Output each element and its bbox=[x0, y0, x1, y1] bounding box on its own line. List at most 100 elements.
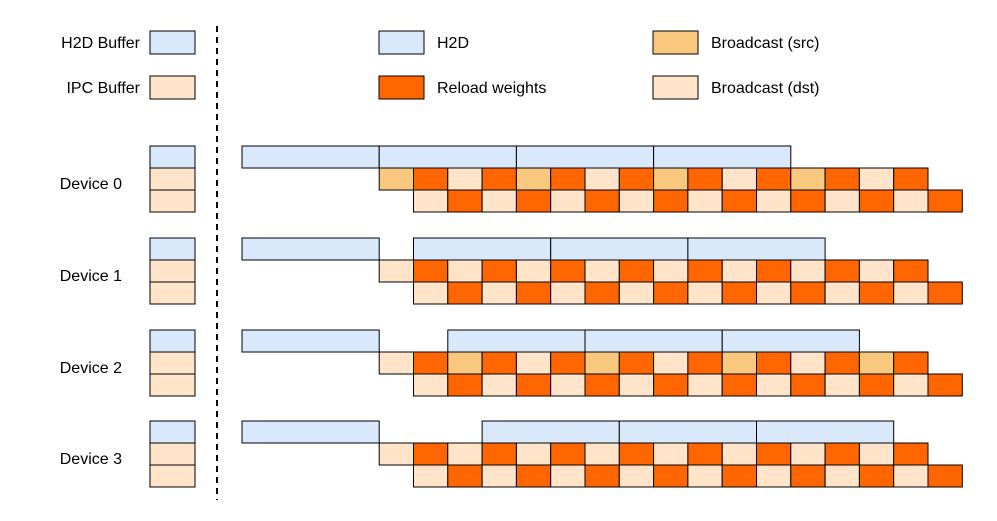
broadcast-src-cell bbox=[790, 167, 826, 191]
reload-cell bbox=[721, 281, 758, 305]
broadcast-dst-cell bbox=[653, 351, 689, 375]
reload-cell bbox=[790, 189, 826, 213]
broadcast-dst-cell bbox=[550, 189, 586, 213]
h2d-block bbox=[378, 145, 517, 169]
reload-cell bbox=[687, 351, 723, 375]
device-ipc-buffer bbox=[149, 259, 196, 283]
reload-cell bbox=[447, 373, 483, 397]
device-ipc-buffer bbox=[149, 189, 196, 213]
h2d-block bbox=[241, 329, 380, 353]
buffer-legend-label: H2D Buffer bbox=[61, 35, 141, 52]
reload-cell bbox=[413, 167, 449, 191]
reload-cell bbox=[584, 189, 620, 213]
h2d-block bbox=[550, 237, 689, 261]
h2d-block bbox=[721, 329, 860, 353]
broadcast-dst-cell bbox=[481, 373, 517, 397]
broadcast-dst-cell bbox=[515, 351, 552, 375]
broadcast-dst-cell bbox=[824, 373, 860, 397]
reload-cell bbox=[618, 167, 655, 191]
op-legend-swatch bbox=[378, 30, 425, 55]
buffer-legend-swatch bbox=[149, 75, 196, 100]
reload-cell bbox=[515, 281, 552, 305]
h2d-block bbox=[481, 420, 620, 444]
reload-cell bbox=[756, 351, 792, 375]
reload-cell bbox=[824, 442, 860, 466]
broadcast-dst-cell bbox=[584, 259, 620, 283]
reload-cell bbox=[481, 351, 517, 375]
op-legend-label: Broadcast (src) bbox=[711, 35, 819, 52]
h2d-block bbox=[413, 237, 552, 261]
broadcast-dst-cell bbox=[858, 259, 895, 283]
reload-cell bbox=[618, 259, 655, 283]
reload-cell bbox=[858, 281, 895, 305]
broadcast-dst-cell bbox=[824, 281, 860, 305]
reload-cell bbox=[550, 351, 586, 375]
h2d-block bbox=[241, 237, 380, 261]
h2d-block bbox=[756, 420, 895, 444]
buffer-legend-label: IPC Buffer bbox=[66, 80, 140, 97]
device-h2d-buffer bbox=[149, 420, 196, 444]
device-h2d-buffer bbox=[149, 237, 196, 261]
h2d-block bbox=[515, 145, 655, 169]
broadcast-src-cell bbox=[653, 167, 689, 191]
reload-cell bbox=[515, 373, 552, 397]
device-label: Device 3 bbox=[60, 451, 122, 468]
h2d-block bbox=[584, 329, 723, 353]
reload-cell bbox=[927, 373, 963, 397]
broadcast-dst-cell bbox=[790, 259, 826, 283]
broadcast-dst-cell bbox=[618, 189, 655, 213]
broadcast-dst-cell bbox=[413, 464, 449, 488]
reload-cell bbox=[790, 281, 826, 305]
op-legend-swatch bbox=[378, 75, 425, 100]
h2d-block bbox=[241, 145, 380, 169]
broadcast-dst-cell bbox=[481, 281, 517, 305]
reload-cell bbox=[687, 259, 723, 283]
reload-cell bbox=[481, 442, 517, 466]
broadcast-dst-cell bbox=[550, 281, 586, 305]
broadcast-src-cell bbox=[515, 167, 552, 191]
reload-cell bbox=[584, 464, 620, 488]
reload-cell bbox=[618, 351, 655, 375]
device-h2d-buffer bbox=[149, 329, 196, 353]
reload-cell bbox=[447, 464, 483, 488]
op-legend-label: H2D bbox=[437, 35, 469, 52]
reload-cell bbox=[515, 464, 552, 488]
broadcast-dst-cell bbox=[756, 281, 792, 305]
broadcast-dst-cell bbox=[481, 464, 517, 488]
reload-cell bbox=[653, 281, 689, 305]
device-label: Device 2 bbox=[60, 360, 122, 377]
reload-cell bbox=[893, 259, 929, 283]
reload-cell bbox=[584, 373, 620, 397]
broadcast-dst-cell bbox=[756, 464, 792, 488]
broadcast-dst-cell bbox=[515, 442, 552, 466]
broadcast-dst-cell bbox=[858, 167, 895, 191]
reload-cell bbox=[824, 167, 860, 191]
reload-cell bbox=[858, 189, 895, 213]
reload-cell bbox=[927, 281, 963, 305]
reload-cell bbox=[858, 373, 895, 397]
broadcast-dst-cell bbox=[378, 351, 415, 375]
broadcast-src-cell bbox=[378, 167, 415, 191]
broadcast-dst-cell bbox=[447, 259, 483, 283]
reload-cell bbox=[413, 351, 449, 375]
broadcast-dst-cell bbox=[413, 281, 449, 305]
op-legend-swatch bbox=[652, 30, 699, 55]
reload-cell bbox=[858, 464, 895, 488]
broadcast-dst-cell bbox=[756, 189, 792, 213]
reload-cell bbox=[413, 442, 449, 466]
reload-cell bbox=[515, 189, 552, 213]
broadcast-dst-cell bbox=[721, 259, 758, 283]
broadcast-dst-cell bbox=[824, 189, 860, 213]
broadcast-dst-cell bbox=[790, 442, 826, 466]
reload-cell bbox=[653, 373, 689, 397]
reload-cell bbox=[756, 167, 792, 191]
h2d-block bbox=[447, 329, 586, 353]
device-ipc-buffer bbox=[149, 464, 196, 488]
broadcast-dst-cell bbox=[790, 351, 826, 375]
reload-cell bbox=[824, 259, 860, 283]
broadcast-dst-cell bbox=[893, 189, 929, 213]
broadcast-dst-cell bbox=[824, 464, 860, 488]
device-ipc-buffer bbox=[149, 442, 196, 466]
broadcast-dst-cell bbox=[653, 259, 689, 283]
